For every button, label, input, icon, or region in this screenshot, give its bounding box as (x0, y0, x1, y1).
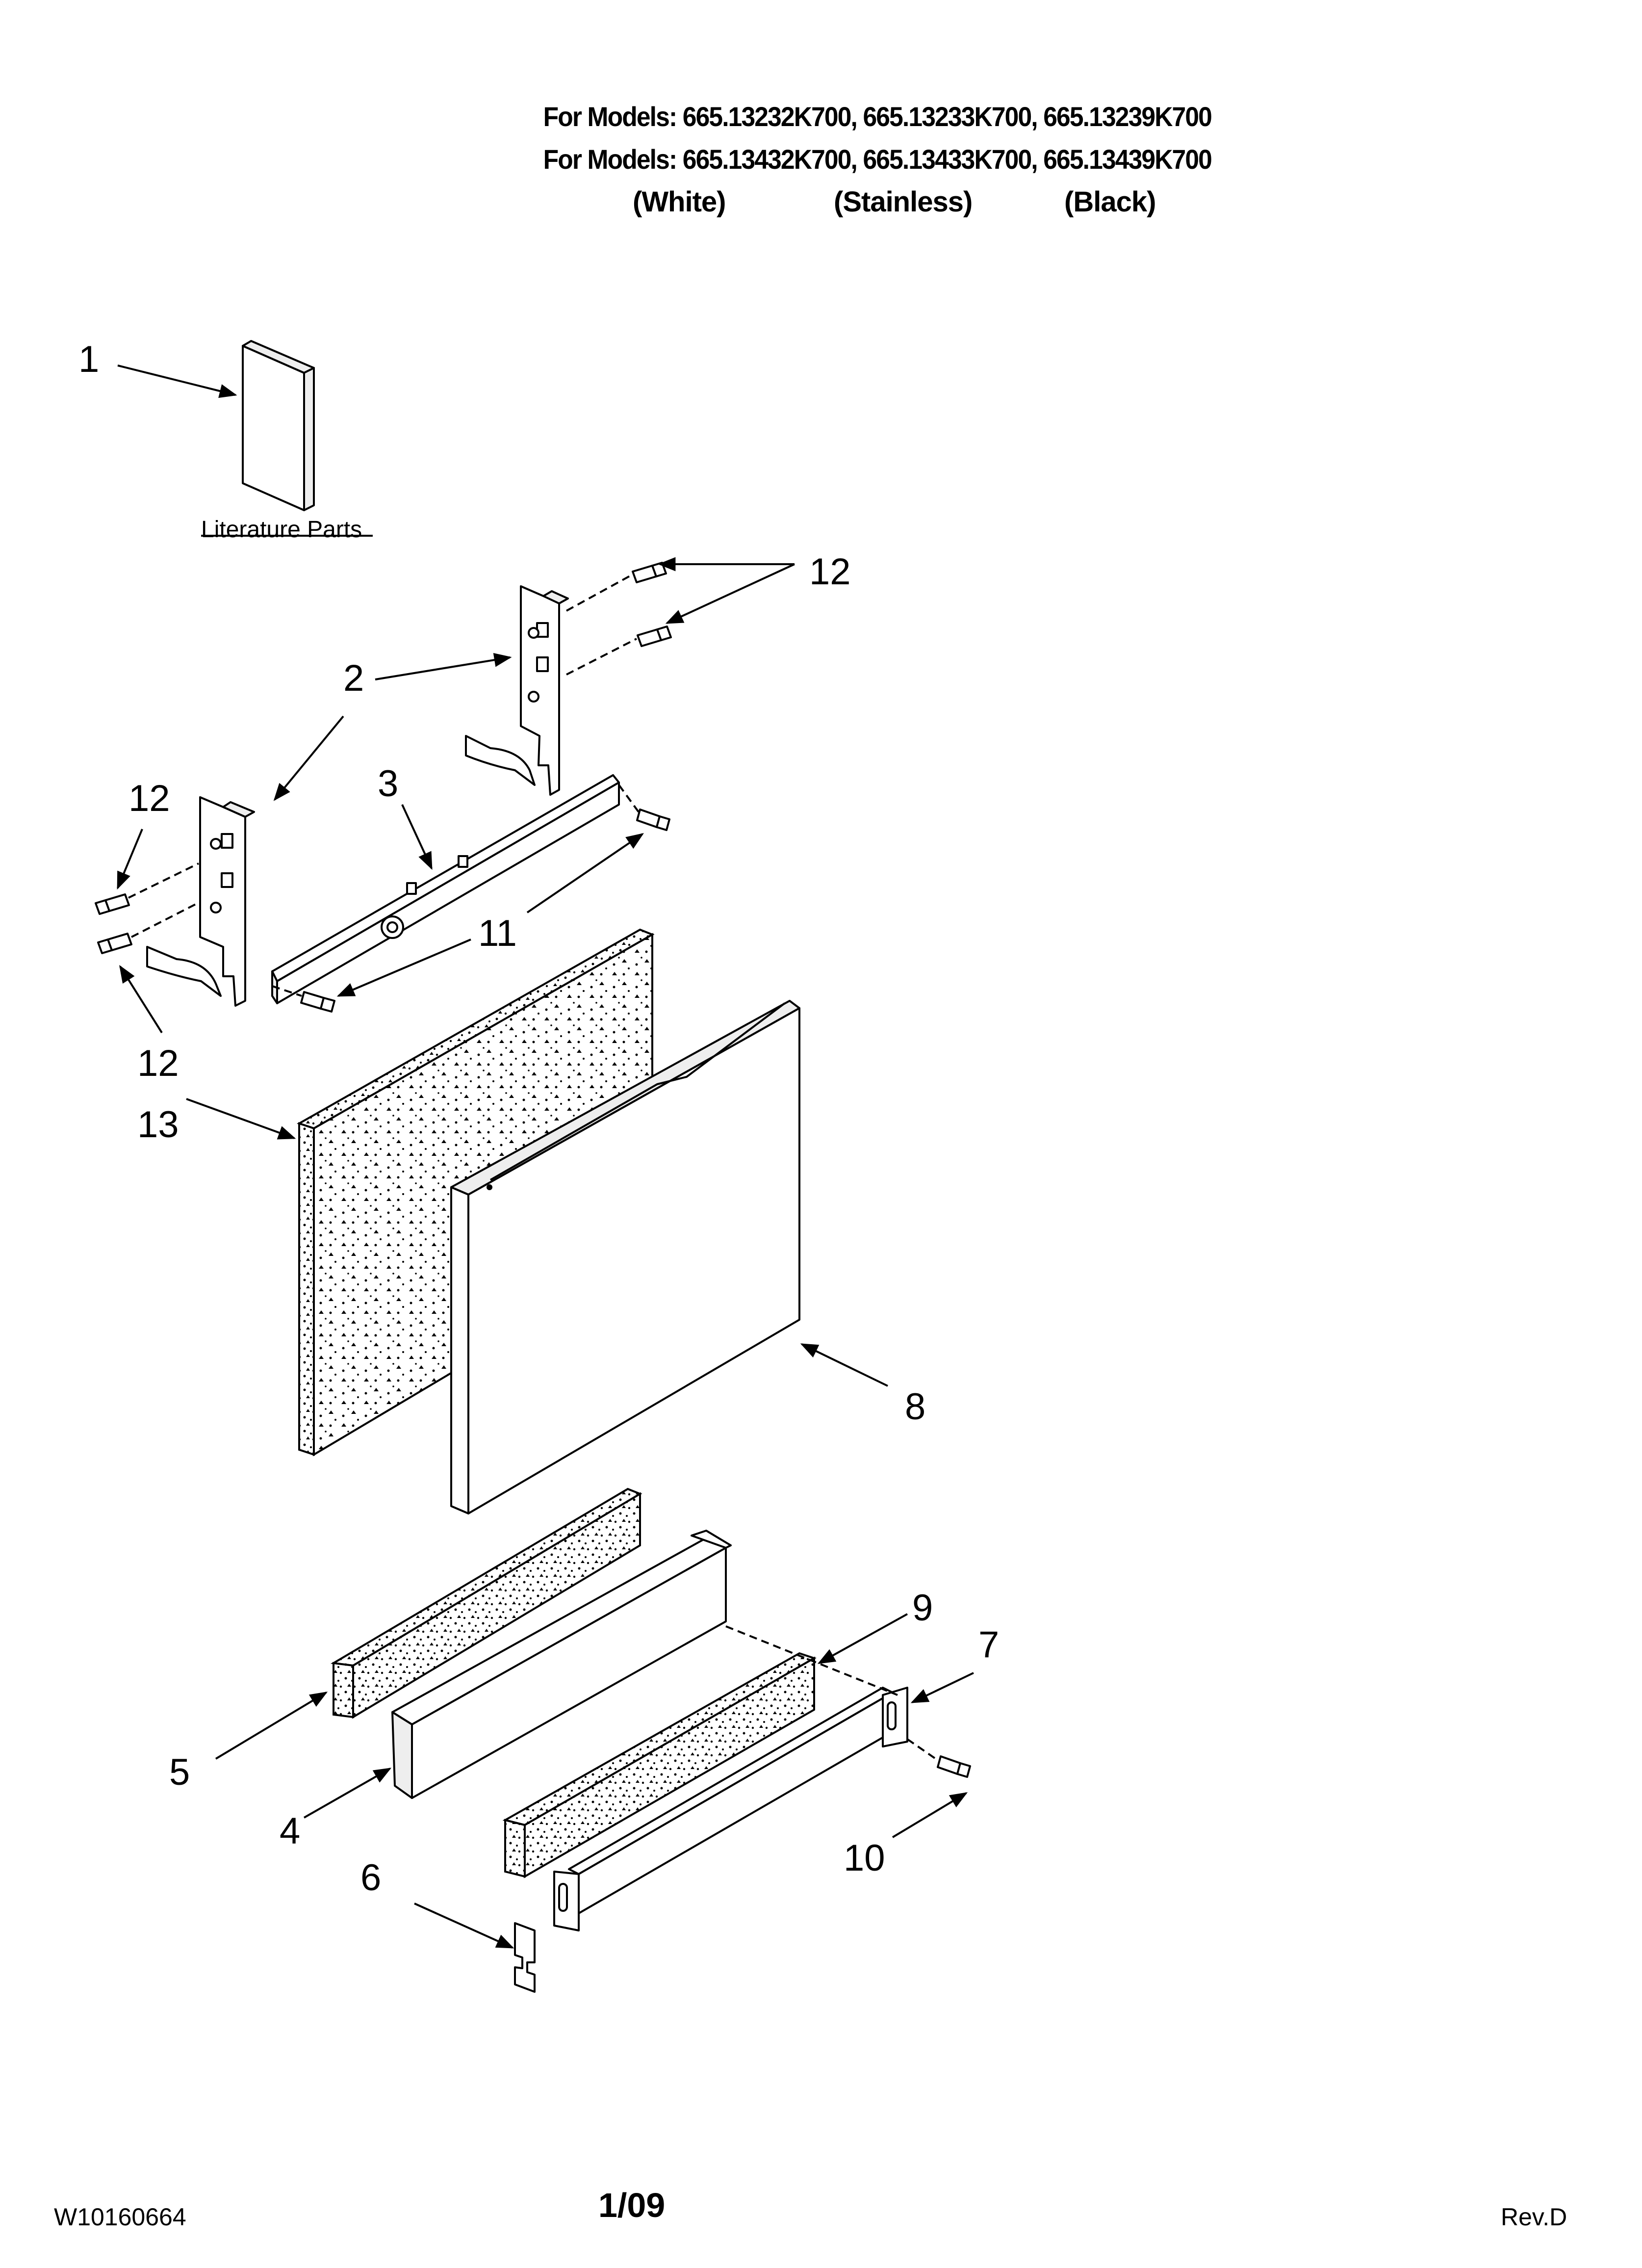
callout-4: 4 (280, 1810, 301, 1852)
callout-6: 6 (360, 1857, 382, 1899)
toe-foam-block (502, 1652, 817, 1878)
models-line-2: For Models: 665.13432K700, 665.13433K700… (543, 144, 1212, 175)
variant-black: (Black) (1064, 186, 1156, 218)
screw-11-right (636, 808, 670, 831)
toe-kick-plate (553, 1687, 908, 1931)
toe-panel (391, 1530, 732, 1799)
variant-stainless: (Stainless) (834, 186, 973, 218)
callout-7: 7 (978, 1624, 1000, 1666)
callout-12-left-bottom: 12 (137, 1043, 179, 1084)
callout-9: 9 (912, 1587, 933, 1629)
revision-label: Rev.D (1501, 2203, 1567, 2231)
screw-11-left (300, 991, 335, 1013)
models-line-1: For Models: 665.13232K700, 665.13233K700… (543, 101, 1212, 132)
callout-2: 2 (343, 657, 364, 699)
toe-kick-foam-strip (330, 1487, 642, 1719)
document-number: W10160664 (54, 2203, 186, 2231)
screw-10 (937, 1755, 971, 1778)
callout-1: 1 (78, 339, 100, 380)
callout-11: 11 (478, 912, 517, 954)
door-panel (450, 1000, 800, 1514)
callout-12-left-top: 12 (128, 778, 170, 819)
screw-12-left-b (97, 933, 132, 954)
toe-kick-clip (514, 1922, 536, 1993)
callout-3: 3 (378, 763, 399, 805)
issue-date: 1/09 (598, 2186, 666, 2224)
literature-parts-booklet (242, 340, 315, 511)
top-rail (271, 774, 620, 1004)
callout-8: 8 (905, 1386, 926, 1428)
right-mounting-bracket (465, 585, 569, 796)
screw-12-top-b (637, 626, 672, 647)
callout-13: 13 (137, 1104, 179, 1146)
callout-10: 10 (844, 1837, 885, 1879)
literature-parts-label: Literature Parts (201, 517, 362, 543)
left-mounting-bracket (146, 796, 255, 1007)
screw-12-top-a (632, 562, 667, 583)
variant-white: (White) (633, 186, 726, 218)
screw-12-left-a (95, 893, 130, 915)
callout-5: 5 (169, 1751, 190, 1793)
callout-12-top: 12 (809, 551, 851, 593)
